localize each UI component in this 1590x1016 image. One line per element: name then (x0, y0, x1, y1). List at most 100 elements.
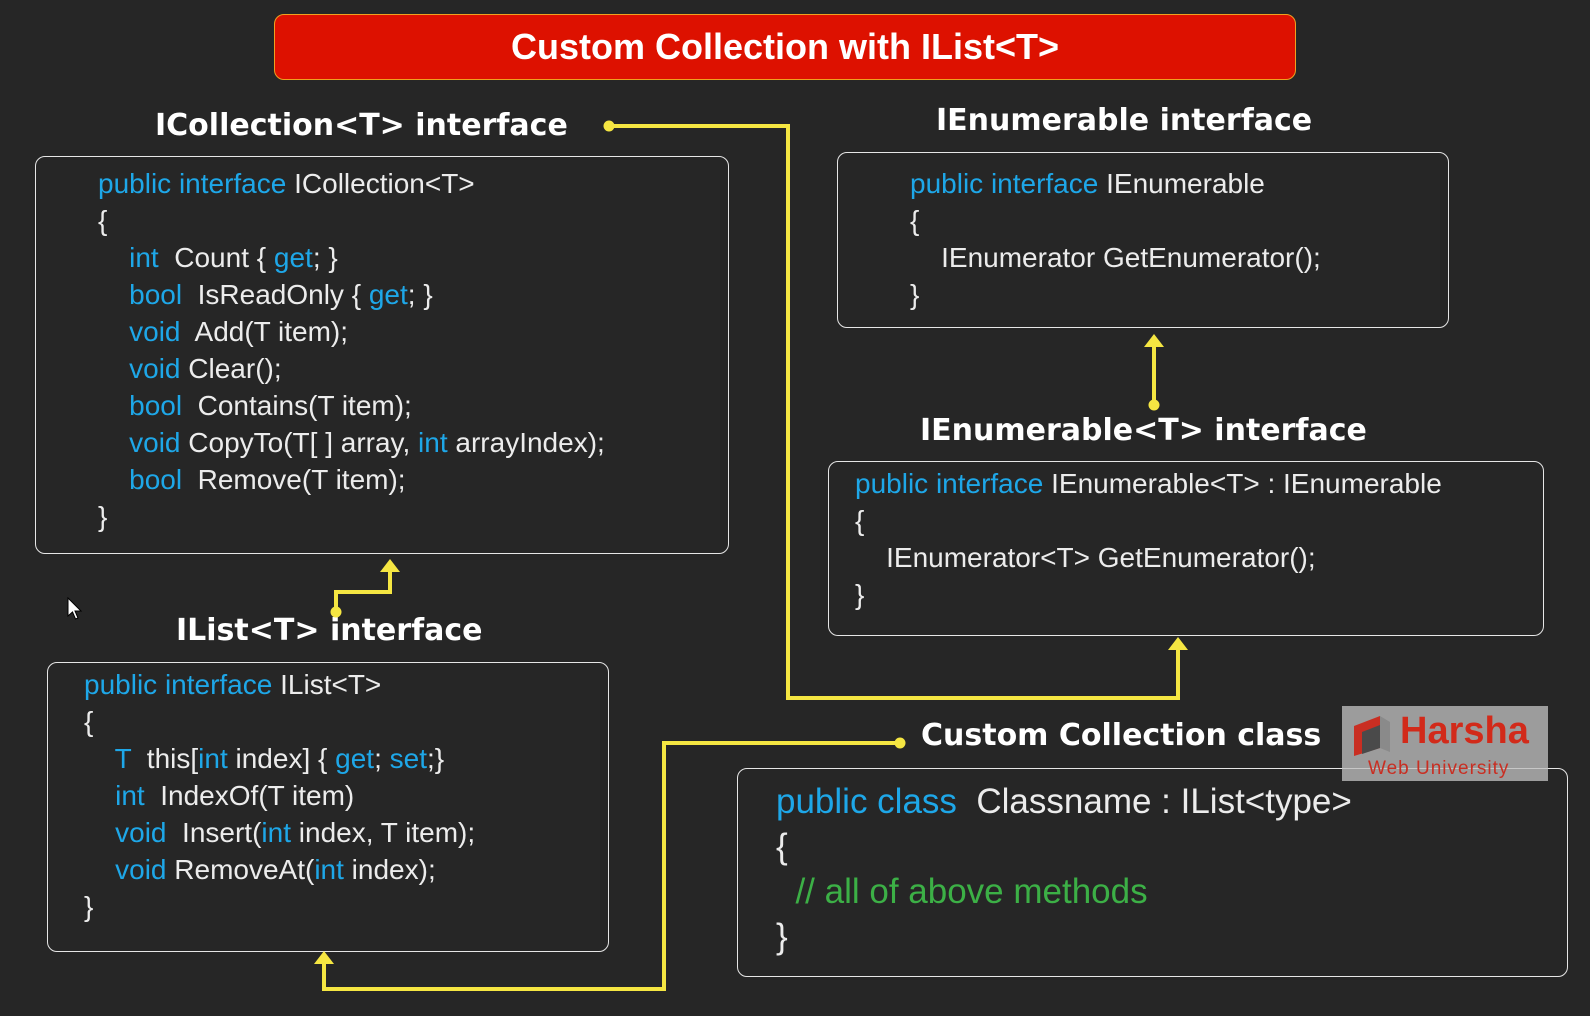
harsha-logo: Harsha Web University (1342, 706, 1548, 781)
code-text: IndexOf(T item) (144, 780, 355, 811)
code-line: void Clear(); (98, 350, 605, 387)
code-line: void Add(T item); (98, 313, 605, 350)
code-keyword: get (335, 743, 375, 774)
connector-dot (603, 120, 615, 132)
code-line: bool Remove(T item); (98, 461, 605, 498)
code-text: IsReadOnly { (182, 279, 369, 310)
code-keyword: bool (129, 279, 183, 310)
code-text: IEnumerator<T> GetEnumerator(); (855, 542, 1316, 573)
code-line: // all of above methods (776, 869, 1352, 914)
custom-class-code: public class Classname : IList<type>{ //… (776, 779, 1352, 959)
code-keyword: set (389, 743, 427, 774)
code-line: int Count { get; } (98, 239, 605, 276)
arrowhead-icollection (380, 559, 400, 572)
logo-subtitle: Web University (1368, 758, 1510, 779)
logo-name: Harsha (1400, 710, 1529, 752)
code-text: Add(T item); (180, 316, 349, 347)
code-line: public interface IEnumerable<T> : IEnume… (855, 465, 1442, 502)
code-text: Insert( (166, 817, 262, 848)
code-line: } (776, 914, 1352, 959)
code-line: public class Classname : IList<type> (776, 779, 1352, 824)
code-keyword: void (129, 353, 181, 384)
code-keyword: void (115, 854, 167, 885)
code-line: int IndexOf(T item) (84, 777, 475, 814)
code-text: IEnumerable (1098, 168, 1265, 199)
code-keyword: int (418, 427, 448, 458)
code-text: IEnumerator GetEnumerator(); (910, 242, 1321, 273)
code-keyword: void (129, 316, 181, 347)
code-text: Count { (158, 242, 274, 273)
code-line: { (98, 202, 605, 239)
code-text: index); (343, 854, 436, 885)
icollection-code: public interface ICollection<T> { int Cou… (98, 165, 605, 535)
mouse-cursor-icon (67, 597, 83, 620)
connector-custom-to-ilist (322, 741, 900, 991)
code-line: void RemoveAt(int index); (84, 851, 475, 888)
slide-title: Custom Collection with IList<T> (274, 14, 1296, 80)
code-line: } (98, 498, 605, 535)
code-text: index, T item); (291, 817, 476, 848)
icollection-box: public interface ICollection<T> { int Cou… (35, 156, 729, 554)
code-text: { (855, 505, 865, 536)
arrowhead-ienumerable-t (1168, 637, 1188, 650)
code-keyword: public interface (855, 468, 1044, 499)
code-keyword: bool (129, 390, 183, 421)
code-text: this[ (131, 743, 199, 774)
code-line: IEnumerator GetEnumerator(); (910, 239, 1321, 276)
code-text: } (84, 891, 94, 922)
code-line: void Insert(int index, T item); (84, 814, 475, 851)
code-text: RemoveAt( (166, 854, 315, 885)
connector-ilist-to-icollection (334, 570, 392, 612)
code-keyword: int (261, 817, 291, 848)
code-text: { (910, 205, 920, 236)
ienumerable-box: public interface IEnumerable{ IEnumerato… (837, 152, 1449, 328)
code-text: index] { (227, 743, 336, 774)
code-keyword: bool (129, 464, 183, 495)
code-text: Contains(T item); (182, 390, 412, 421)
code-text: Clear(); (180, 353, 282, 384)
code-text: arrayIndex); (447, 427, 605, 458)
code-text: IList<T> (272, 669, 382, 700)
arrowhead-ienumerable (1144, 334, 1164, 347)
code-line: { (84, 703, 475, 740)
code-line: public interface IList<T> (84, 666, 475, 703)
ilist-box: public interface IList<T>{ T this[int in… (47, 662, 609, 952)
ienumerable-t-box: public interface IEnumerable<T> : IEnume… (828, 461, 1544, 636)
code-line: public interface IEnumerable (910, 165, 1321, 202)
code-keyword: void (115, 817, 167, 848)
code-keyword: public interface (910, 168, 1099, 199)
code-keyword: int (314, 854, 344, 885)
code-keyword: int (115, 780, 145, 811)
connector-dot (330, 606, 342, 618)
code-text: { (776, 827, 788, 866)
logo-mark-icon (1354, 716, 1390, 756)
code-keyword: public interface (98, 168, 287, 199)
code-text: { (98, 205, 108, 236)
custom-class-box: public class Classname : IList<type>{ //… (737, 768, 1568, 977)
code-keyword: public class (776, 782, 957, 821)
code-keyword: int (198, 743, 228, 774)
custom-class-heading: Custom Collection class (921, 718, 1322, 753)
code-line: { (855, 502, 1442, 539)
code-line: } (855, 576, 1442, 613)
ienumerable-code: public interface IEnumerable{ IEnumerato… (910, 165, 1321, 313)
code-comment: // all of above methods (795, 872, 1148, 911)
arrowhead-ilist (314, 951, 334, 964)
code-text: CopyTo(T[ ] array, (180, 427, 419, 458)
code-line: T this[int index] { get; set;} (84, 740, 475, 777)
code-keyword: int (129, 242, 159, 273)
icollection-heading: ICollection<T> interface (155, 108, 568, 143)
code-text: ;} (427, 743, 445, 774)
code-text: ICollection<T> (286, 168, 475, 199)
code-keyword: get (368, 279, 408, 310)
code-text: { (84, 706, 94, 737)
code-text: } (776, 917, 788, 956)
ienumerable-t-code: public interface IEnumerable<T> : IEnume… (855, 465, 1442, 613)
code-keyword: T (114, 743, 132, 774)
code-line: } (910, 276, 1321, 313)
ienumerable-heading: IEnumerable interface (936, 103, 1313, 138)
code-line: { (776, 824, 1352, 869)
connector-dot (1148, 399, 1160, 411)
code-line: { (910, 202, 1321, 239)
